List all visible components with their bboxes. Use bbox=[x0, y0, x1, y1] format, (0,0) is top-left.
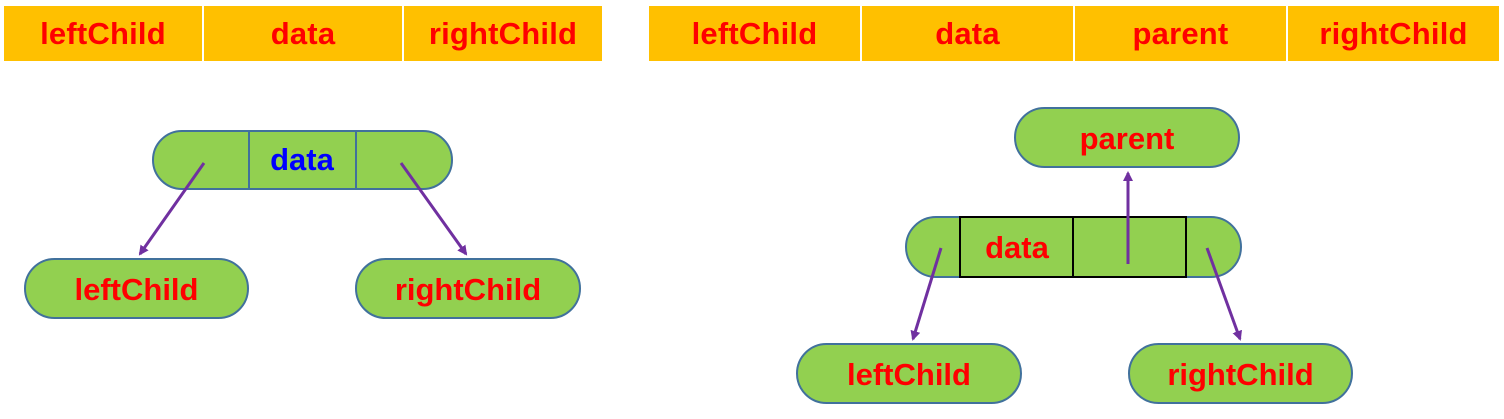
struct-field-rightchild: rightChild bbox=[404, 6, 602, 61]
triple-left-child-node bbox=[796, 343, 1022, 404]
triple-left-child-label: leftChild bbox=[847, 357, 971, 392]
left-child-pointer-arrow bbox=[910, 247, 943, 341]
triple-node-data-label: data bbox=[985, 230, 1050, 265]
struct-field-leftchild: leftChild bbox=[649, 6, 860, 61]
binary-node-struct: leftChild data rightChild bbox=[4, 6, 602, 61]
left-child-pointer-arrow bbox=[138, 162, 206, 256]
triple-node-diagram: parent data leftChild rightChild bbox=[796, 107, 1353, 404]
binary-left-child-node bbox=[24, 258, 249, 319]
struct-field-leftchild: leftChild bbox=[4, 6, 202, 61]
binary-left-child-label: leftChild bbox=[75, 272, 199, 307]
struct-field-rightchild: rightChild bbox=[1288, 6, 1499, 61]
binary-node-diagram: data leftChild rightChild bbox=[24, 130, 581, 319]
binary-right-child-node bbox=[355, 258, 581, 319]
binary-main-node bbox=[152, 130, 453, 190]
struct-field-data: data bbox=[862, 6, 1073, 61]
binary-node-data-label: data bbox=[270, 142, 335, 177]
parent-node-label: parent bbox=[1080, 121, 1175, 156]
triple-node-struct: leftChild data parent rightChild bbox=[649, 6, 1499, 61]
binary-right-child-label: rightChild bbox=[395, 272, 541, 307]
right-child-pointer-arrow bbox=[1205, 247, 1242, 341]
parent-node bbox=[1014, 107, 1240, 168]
struct-field-parent: parent bbox=[1075, 6, 1286, 61]
triple-right-child-node bbox=[1128, 343, 1353, 404]
triple-right-child-label: rightChild bbox=[1167, 357, 1313, 392]
struct-field-data: data bbox=[204, 6, 402, 61]
right-child-pointer-arrow bbox=[399, 162, 468, 256]
